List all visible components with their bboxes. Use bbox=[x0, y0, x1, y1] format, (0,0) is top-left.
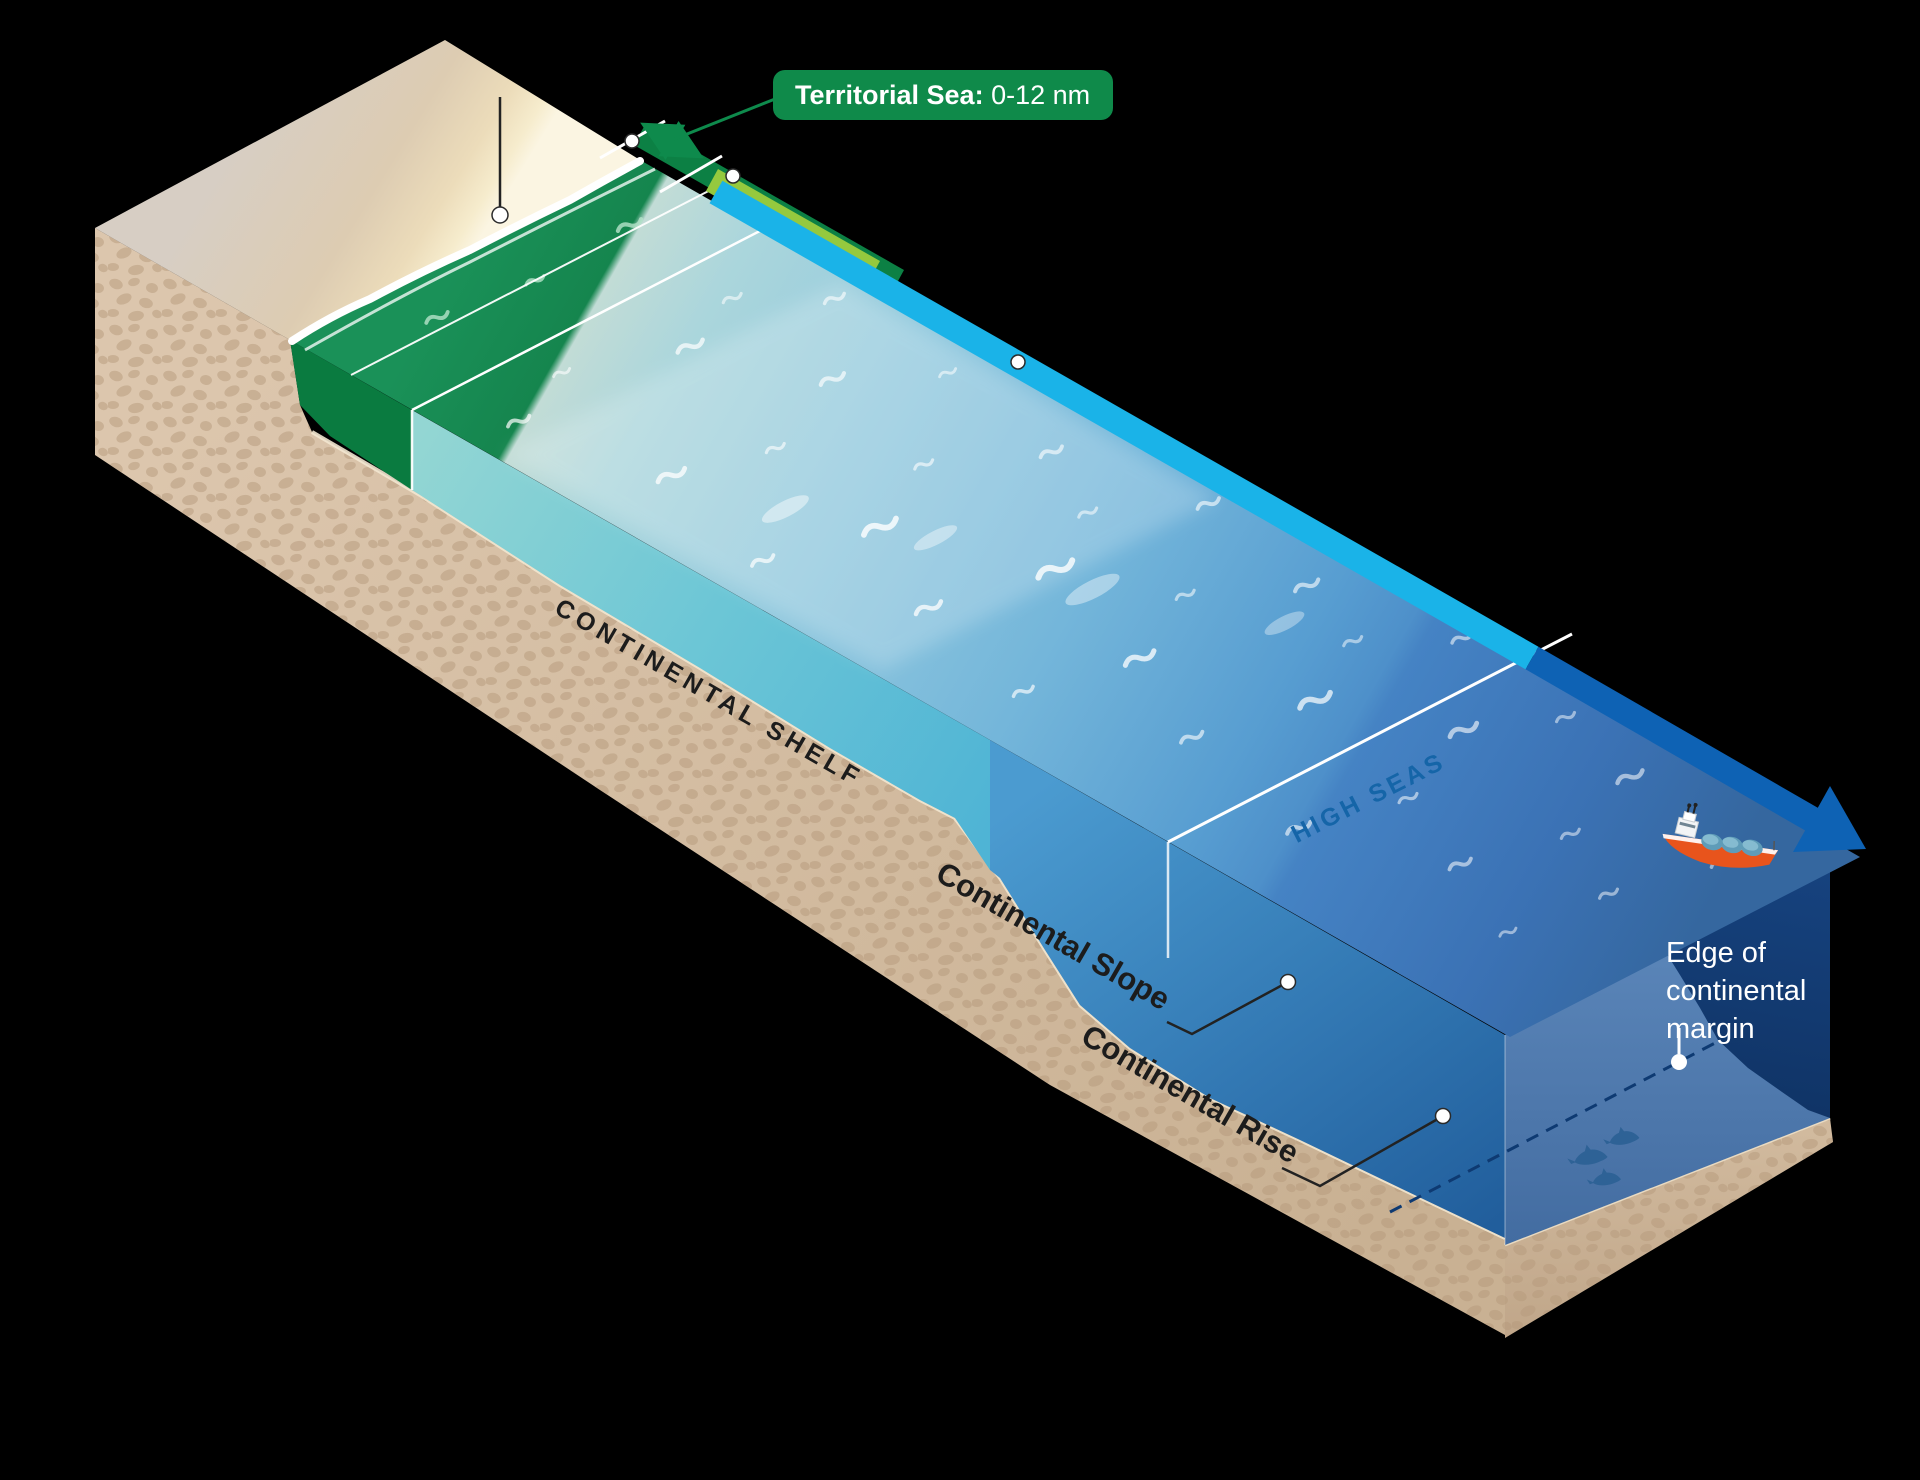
cargo-ship-icon bbox=[1662, 802, 1779, 868]
arrowhead-icon bbox=[1793, 786, 1866, 852]
wave-squiggle bbox=[938, 367, 958, 379]
rise-dot bbox=[1434, 1107, 1452, 1125]
wave-squiggle bbox=[1285, 819, 1313, 836]
wave-squiggle bbox=[675, 337, 705, 355]
eez-boundary-line bbox=[1167, 632, 1573, 844]
dolphin-icon bbox=[1586, 1168, 1621, 1186]
wave-squiggle bbox=[1397, 791, 1419, 805]
edge-of-margin-label: Edge of continental margin bbox=[1666, 937, 1814, 1045]
wave-squiggle bbox=[913, 599, 944, 617]
wave-squiggle bbox=[1597, 887, 1620, 900]
glint-patch bbox=[1065, 573, 1120, 606]
wave-squiggle bbox=[1038, 444, 1064, 460]
water-cross-section-faces bbox=[290, 340, 1830, 1245]
marker-dots bbox=[491, 133, 1452, 1125]
label-box-background bbox=[773, 70, 1113, 120]
territorial-sea-front-wedge bbox=[290, 340, 412, 490]
wave-squiggle bbox=[818, 370, 847, 387]
wave-squiggle bbox=[1174, 588, 1196, 601]
deep-water-front-face bbox=[990, 740, 1505, 1238]
dolphin-icon bbox=[1567, 1144, 1608, 1165]
baseline-dot bbox=[491, 206, 509, 224]
wave-squiggle bbox=[913, 458, 935, 471]
label-bold-part: Territorial Sea: bbox=[795, 80, 984, 110]
wave-squiggle bbox=[1293, 577, 1321, 594]
contiguous-dot bbox=[725, 168, 741, 184]
margin-annotations: Edge of continental margin bbox=[1389, 937, 1814, 1214]
territorial-span-arrow bbox=[640, 120, 704, 161]
rock-front-face-texture bbox=[95, 228, 1505, 1335]
wave-squiggle bbox=[1035, 557, 1076, 581]
shelf-water-front-face bbox=[412, 410, 990, 870]
wave-squiggle bbox=[750, 553, 776, 568]
eez-arrow-dot bbox=[1010, 354, 1026, 370]
eez-arrow-shaft-cyan bbox=[709, 180, 1539, 670]
dolphins bbox=[1567, 1126, 1640, 1186]
wave-squiggle bbox=[721, 291, 743, 305]
wave-squiggle bbox=[615, 217, 644, 234]
wave-squiggle bbox=[1342, 635, 1364, 648]
edge-line-3: margin bbox=[1666, 1013, 1755, 1045]
high-seas-arrow-shaft bbox=[1525, 646, 1820, 832]
slope-dot bbox=[1279, 973, 1297, 991]
wave-squiggle bbox=[1447, 720, 1480, 740]
edge-line-1: Edge of bbox=[1666, 937, 1767, 969]
water-top-surface: HIGH SEAS bbox=[288, 157, 1860, 1037]
label-value-part: 0-12 nm bbox=[991, 80, 1090, 110]
label-connector-line bbox=[671, 97, 776, 142]
wave-squiggle bbox=[1498, 926, 1518, 938]
land-top-surface bbox=[95, 40, 640, 340]
territorial-sea-label-box: Territorial Sea: 0-12 nm bbox=[773, 70, 1113, 120]
wave-squiggle bbox=[1615, 768, 1645, 786]
twelve-nm-line bbox=[411, 215, 788, 412]
abyss-navy-face bbox=[1665, 865, 1830, 1118]
territorial-sea-label-text: Territorial Sea: 0-12 nm bbox=[795, 80, 1090, 110]
tick-dot bbox=[624, 133, 640, 149]
leader-lines bbox=[498, 97, 1444, 1188]
wave-squiggle bbox=[1297, 689, 1333, 711]
wave-squiggle bbox=[552, 366, 572, 379]
wave-squiggle bbox=[1447, 856, 1473, 872]
wave-squiggle bbox=[1122, 648, 1157, 668]
wave-squiggle bbox=[1011, 684, 1035, 699]
zone-extent-bands bbox=[599, 97, 1866, 852]
wave-squiggle bbox=[1179, 729, 1205, 745]
wave-squiggle bbox=[822, 291, 846, 306]
glint-patch bbox=[1264, 611, 1305, 635]
wave-squiggle bbox=[861, 515, 899, 538]
rock-right-face-texture bbox=[1505, 1118, 1833, 1338]
margin-marker-dot bbox=[1671, 1054, 1687, 1070]
wave-squiggle bbox=[655, 465, 688, 485]
wave-squiggle bbox=[1559, 827, 1581, 840]
wave-squiggle bbox=[1195, 496, 1221, 511]
coast-foam-inner bbox=[304, 167, 656, 352]
wave-squiggle bbox=[506, 413, 532, 429]
tick-12nm bbox=[659, 154, 723, 194]
slope-leader-line bbox=[1166, 980, 1289, 1036]
glint-patch bbox=[761, 495, 809, 523]
glint-patch bbox=[913, 525, 958, 551]
coast-foam-line bbox=[288, 157, 644, 345]
baseline-line bbox=[350, 181, 727, 376]
dolphin-icon bbox=[1603, 1126, 1640, 1145]
wave-squiggle bbox=[424, 310, 450, 325]
wave-squiggle bbox=[1077, 506, 1099, 519]
rise-leader-line bbox=[1281, 1114, 1444, 1188]
edge-line-2: continental bbox=[1666, 975, 1806, 1007]
wave-squiggle bbox=[1554, 710, 1577, 724]
wave-marks bbox=[424, 217, 1733, 938]
wave-squiggle bbox=[764, 441, 786, 455]
